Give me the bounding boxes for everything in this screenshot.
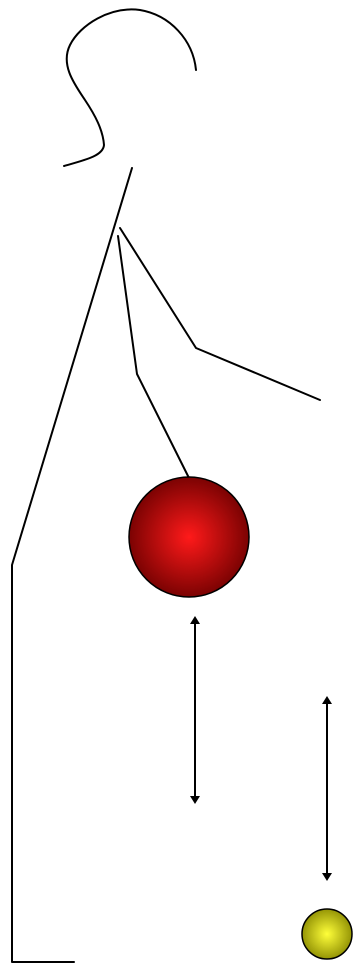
red-ball xyxy=(128,476,250,598)
body-back-line xyxy=(11,167,133,963)
yellow-ball xyxy=(301,908,353,960)
stick-figure xyxy=(11,8,321,963)
head-outline xyxy=(63,8,197,167)
arm-lower xyxy=(117,235,190,479)
arm-upper xyxy=(119,227,321,401)
